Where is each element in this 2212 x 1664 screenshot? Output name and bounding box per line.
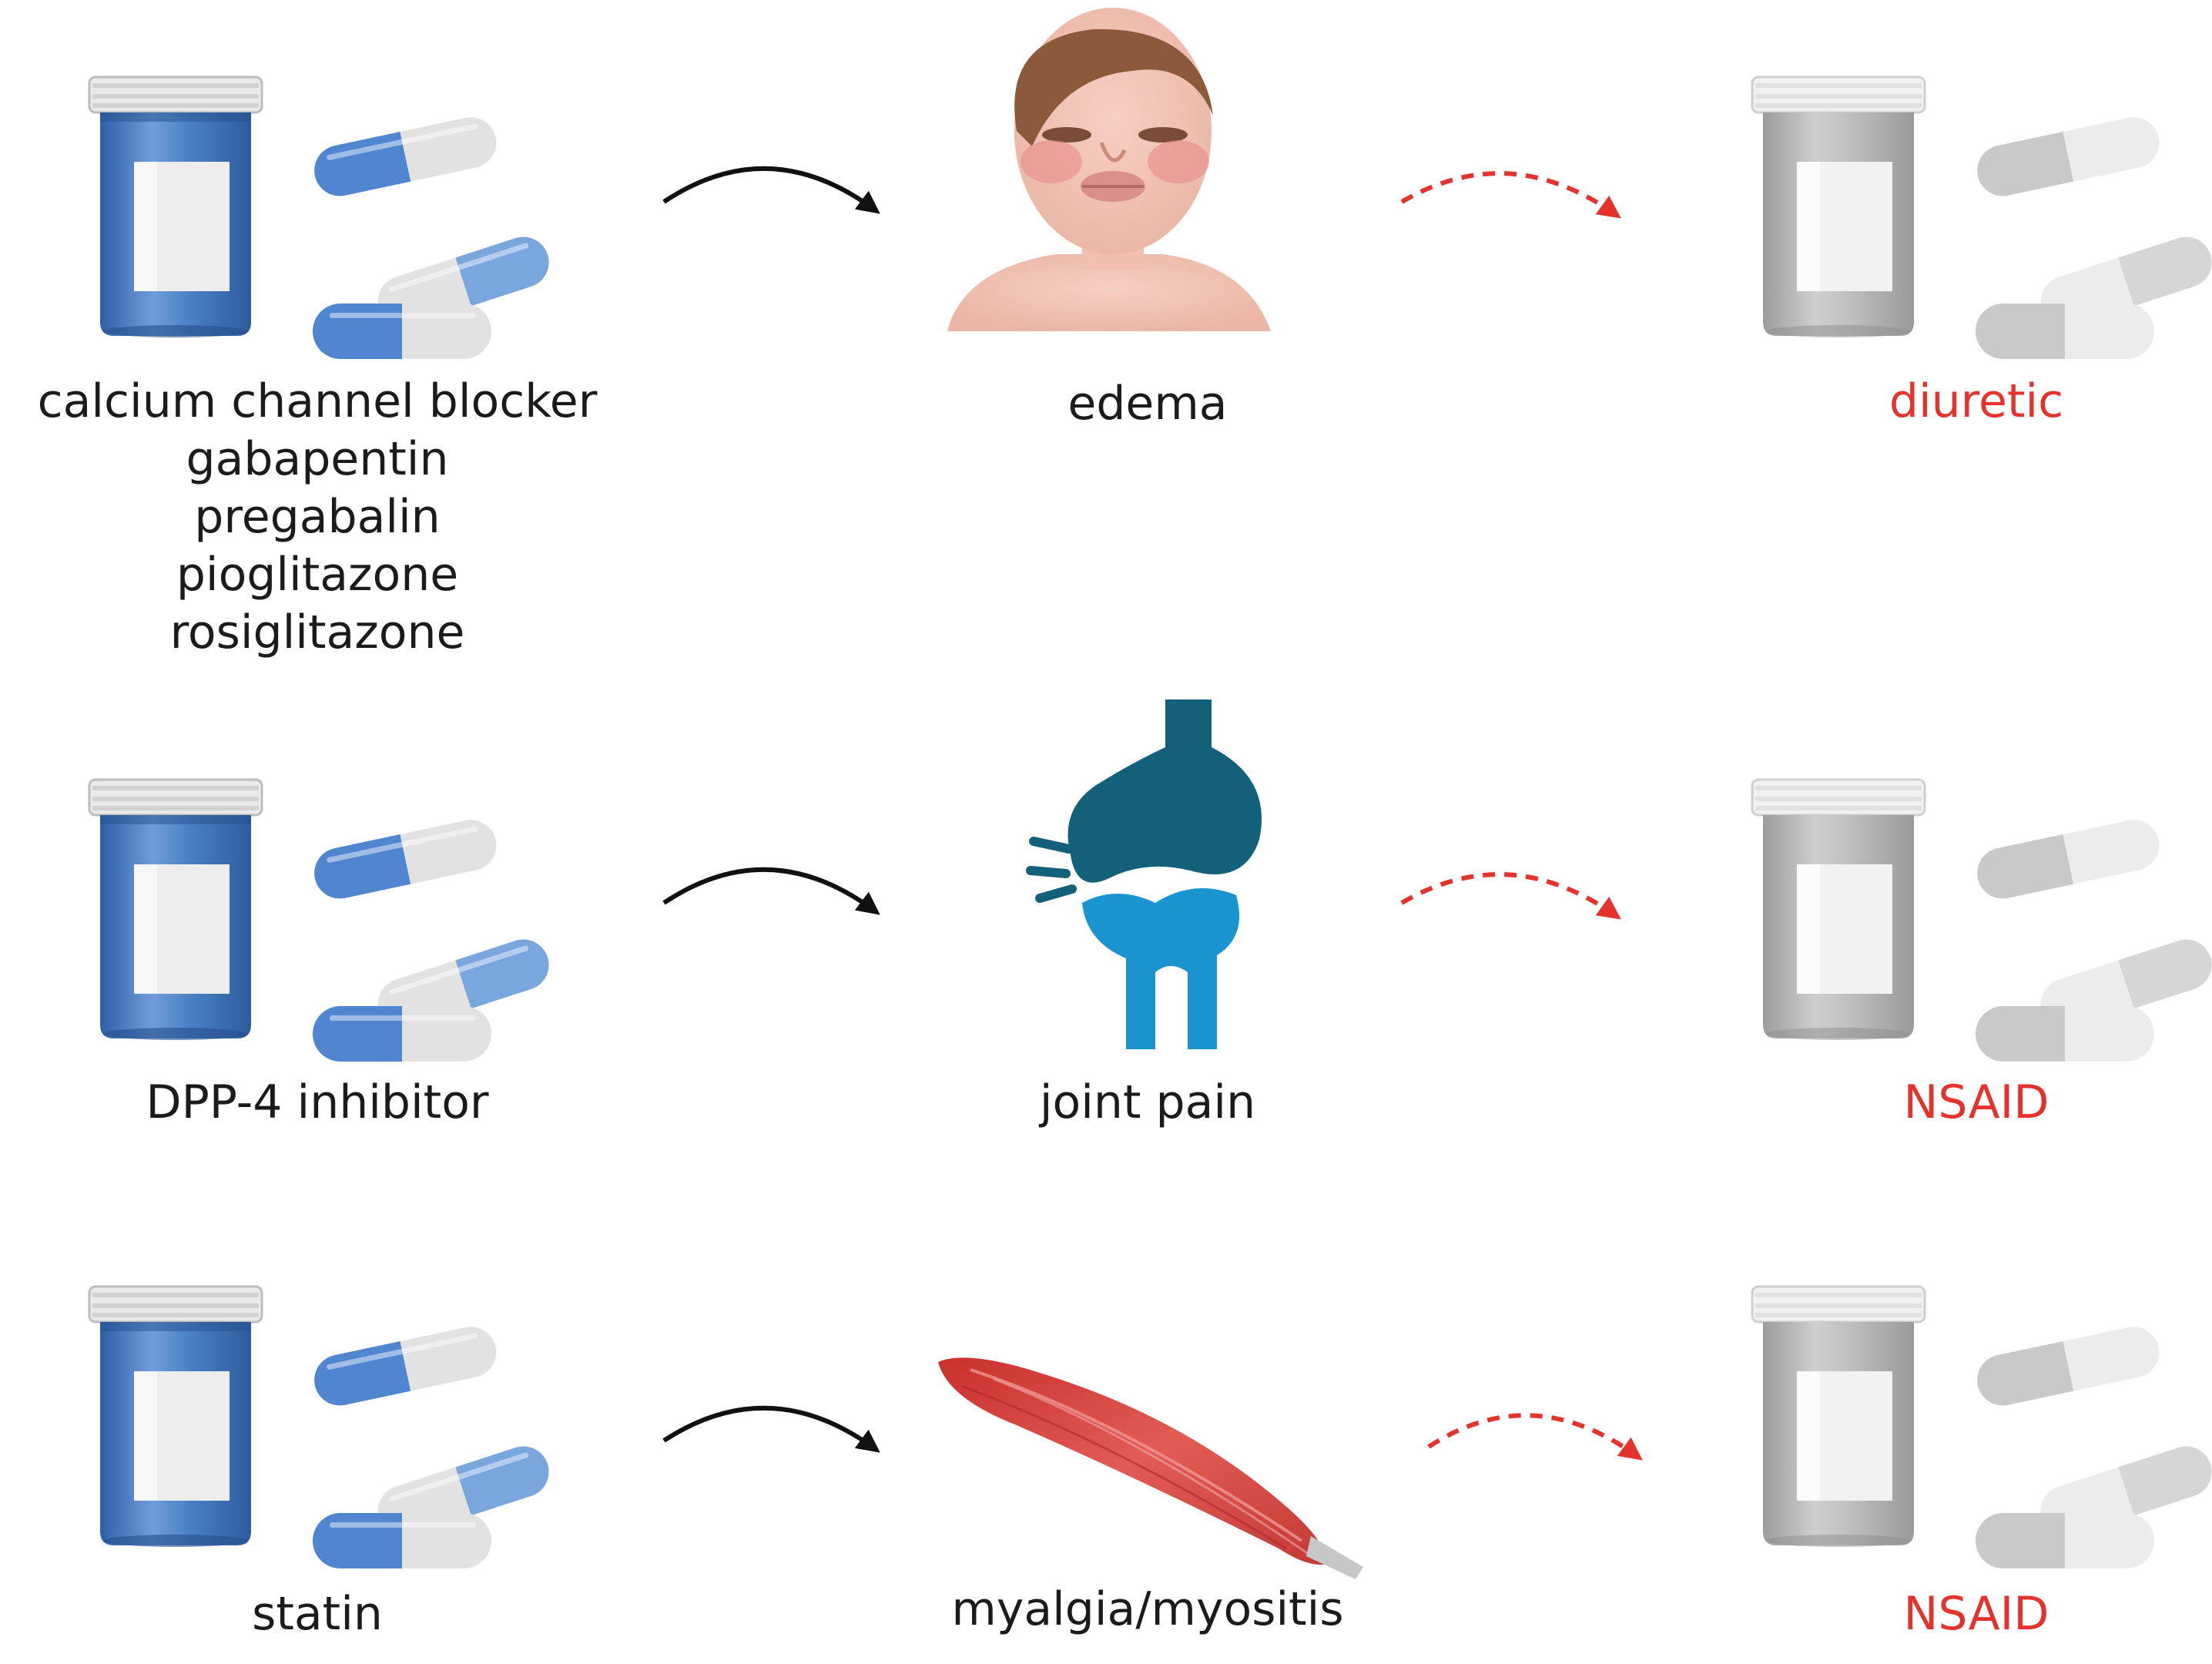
drug-label: gabapentin [186, 432, 449, 486]
prescribed-drug-label: diuretic [1889, 374, 2064, 428]
adverse-effect-label: myalgia/myositis [951, 1582, 1344, 1636]
face-edema-icon [947, 8, 1271, 331]
pill-bottle-gray-icon [1751, 75, 2212, 361]
dashed-arrow-icon [1427, 1413, 1643, 1461]
muscle-icon [938, 1357, 1363, 1579]
drug-label: pioglitazone [176, 548, 459, 602]
drug-label: pregabalin [194, 490, 441, 544]
drug-label: DPP-4 inhibitor [146, 1075, 489, 1129]
adverse-effect-label: edema [1067, 377, 1228, 431]
dashed-arrow-icon [1400, 872, 1621, 920]
drug-label: rosiglitazone [169, 606, 465, 659]
pill-bottle-blue-icon [88, 778, 557, 1063]
drug-list-row2: DPP-4 inhibitor [0, 1074, 635, 1132]
pill-bottle-gray-icon [1751, 778, 2212, 1063]
pill-bottle-gray-icon [1751, 1285, 2212, 1570]
pill-bottle-blue-icon [88, 1285, 557, 1570]
arrow-icon [662, 1405, 880, 1453]
prescribed-drug-label: NSAID [1903, 1075, 2049, 1129]
drug-list-row1: calcium channel blocker gabapentin prega… [0, 373, 635, 662]
knee-joint-icon [1026, 699, 1262, 1049]
arrow-icon [662, 166, 880, 214]
arrow-icon [662, 867, 880, 915]
pill-bottle-blue-icon [88, 75, 557, 361]
prescribed-drug-label: NSAID [1903, 1587, 2049, 1641]
drug-label: calcium channel blocker [37, 374, 598, 428]
dashed-arrow-icon [1400, 171, 1621, 219]
drug-label: statin [252, 1587, 383, 1641]
adverse-effect-label: joint pain [1039, 1075, 1256, 1129]
drug-list-row3: statin [0, 1585, 635, 1643]
